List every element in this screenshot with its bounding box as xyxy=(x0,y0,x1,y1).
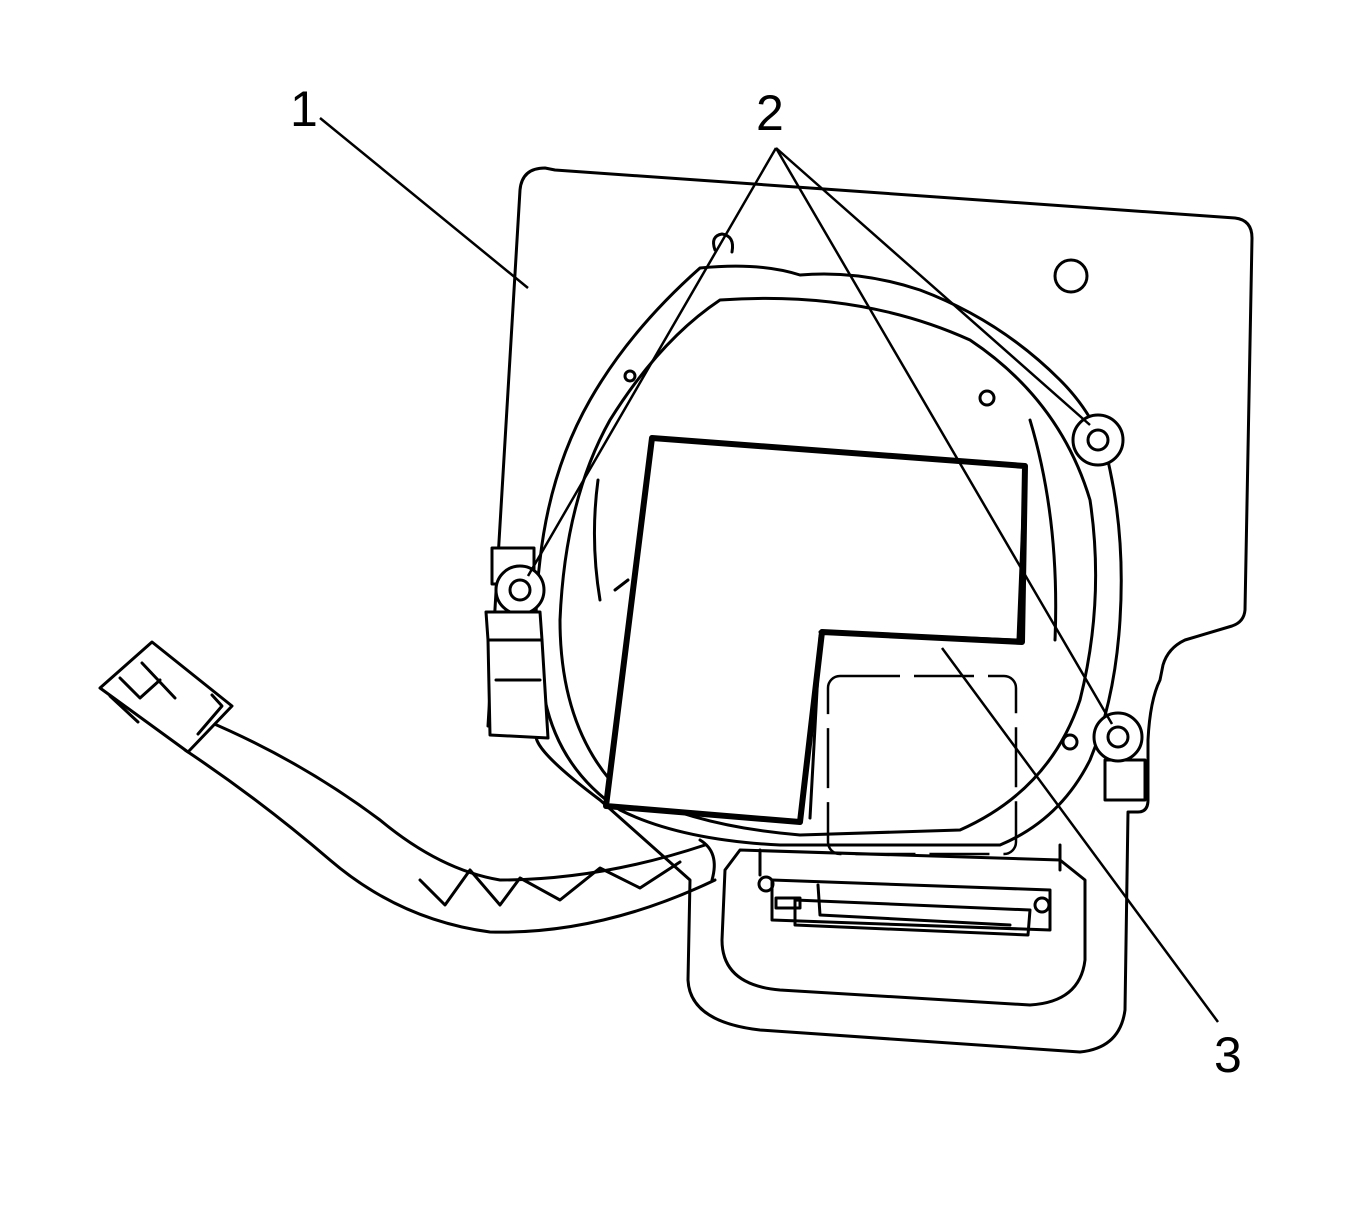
fastener-upper-right xyxy=(1071,413,1125,467)
callout-2: 2 xyxy=(756,85,784,141)
bracket-hole-small xyxy=(1061,733,1079,751)
leader-3 xyxy=(940,647,1220,1023)
bracket-hole xyxy=(1053,258,1089,294)
callout-1: 1 xyxy=(290,81,318,137)
inner-panel-outline xyxy=(826,674,1018,856)
leader-2b xyxy=(775,147,1091,426)
lower-tray xyxy=(720,843,1087,1007)
wire-clip xyxy=(486,638,550,740)
module xyxy=(603,435,1028,825)
callout-3: 3 xyxy=(1214,1027,1242,1083)
fastener-left xyxy=(484,546,546,642)
leader-1 xyxy=(319,117,529,289)
ring-housing xyxy=(534,232,1123,847)
electrical-connector xyxy=(98,640,234,754)
leader-2a xyxy=(526,147,778,577)
leader-lines xyxy=(319,117,1220,1023)
fastener-lower-right xyxy=(1092,711,1147,802)
wire-harness xyxy=(183,718,717,934)
leader-2c xyxy=(774,147,1114,725)
